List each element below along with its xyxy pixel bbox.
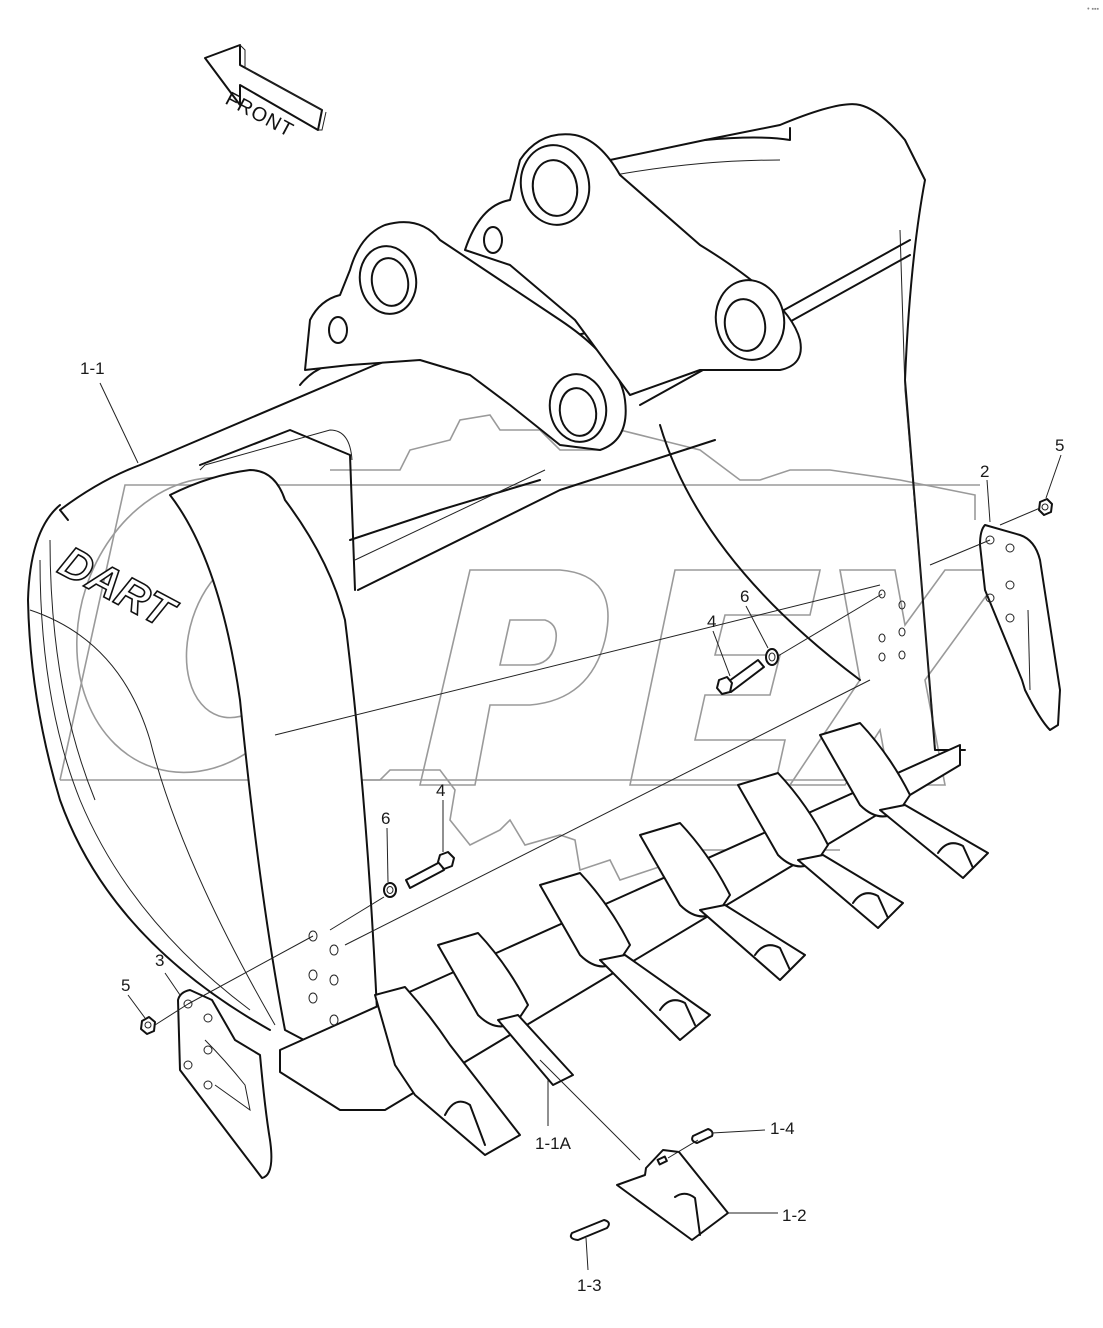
callout-1-1a: 1-1A bbox=[535, 1134, 571, 1153]
callout-5-left: 5 bbox=[121, 976, 131, 995]
callout-4-upper: 4 bbox=[707, 612, 717, 631]
callout-1-3: 1-3 bbox=[577, 1276, 602, 1295]
callout-1-1: 1-1 bbox=[80, 359, 105, 378]
svg-text:DART: DART bbox=[51, 537, 184, 639]
hitch-brackets bbox=[304, 133, 802, 451]
tooth bbox=[539, 872, 711, 1041]
callout-5-right: 5 bbox=[1055, 436, 1065, 455]
tooth bbox=[639, 822, 806, 981]
dart-logo: DART bbox=[50, 536, 185, 639]
retainer-part bbox=[691, 1128, 714, 1144]
side-plate-holes bbox=[308, 589, 906, 1026]
tooth-point-exploded bbox=[569, 1128, 729, 1241]
front-direction-arrow bbox=[204, 44, 327, 131]
leader-lines bbox=[99, 382, 1062, 1271]
tooth bbox=[437, 932, 574, 1086]
corner-mark: • ▪▪▪ bbox=[1087, 6, 1099, 13]
callout-6-upper: 6 bbox=[740, 587, 750, 606]
tooth bbox=[737, 772, 904, 929]
tooth bbox=[819, 722, 989, 879]
tooth bbox=[374, 986, 521, 1156]
callout-6-lower: 6 bbox=[381, 809, 391, 828]
callout-1-2: 1-2 bbox=[782, 1206, 807, 1225]
side-cutter-right bbox=[979, 524, 1061, 731]
callout-1-4: 1-4 bbox=[770, 1119, 795, 1138]
bucket-teeth bbox=[374, 722, 989, 1156]
callout-3: 3 bbox=[155, 951, 165, 970]
side-cutter-left bbox=[177, 989, 273, 1179]
hardware bbox=[140, 498, 1053, 1035]
callout-4-lower: 4 bbox=[436, 781, 446, 800]
callout-2: 2 bbox=[980, 462, 990, 481]
lock-pin-part bbox=[569, 1219, 610, 1241]
opex-watermark bbox=[59, 414, 1007, 881]
